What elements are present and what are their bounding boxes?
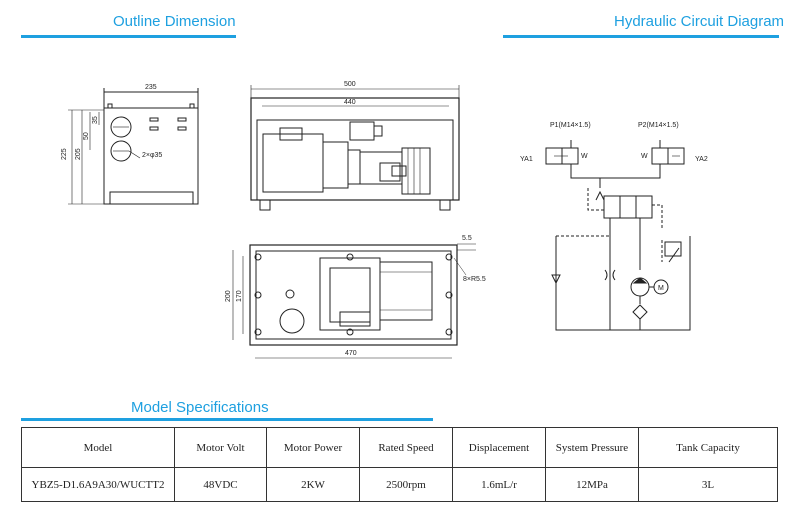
column-header-model: Model xyxy=(21,427,175,468)
cell-displacement: 1.6mL/r xyxy=(452,467,546,502)
cell-system-pressure: 12MPa xyxy=(545,467,639,502)
dim-slot-radius: 8×R5.5 xyxy=(463,276,486,283)
dim-slot-width: 5.5 xyxy=(462,235,472,242)
dim-top-height: 200 xyxy=(225,290,232,302)
outline-dimension-title: Outline Dimension xyxy=(113,13,236,30)
label-w-right: W xyxy=(641,153,648,160)
dim-front-inner: 440 xyxy=(344,99,356,106)
column-header-motor-volt: Motor Volt xyxy=(174,427,267,468)
specs-underline xyxy=(21,418,433,421)
dim-side-width: 235 xyxy=(145,84,157,91)
column-header-displacement: Displacement xyxy=(452,427,546,468)
column-header-tank-capacity: Tank Capacity xyxy=(638,427,778,468)
dim-holes: 2×φ35 xyxy=(142,152,162,159)
label-w-left: W xyxy=(581,153,588,160)
label-p1: P1(M14×1.5) xyxy=(550,122,591,129)
table-row: YBZ5-D1.6A9A30/WUCTT2 48VDC 2KW 2500rpm … xyxy=(21,467,778,502)
side-view-drawing xyxy=(68,88,199,205)
hydraulic-circuit-title: Hydraulic Circuit Diagram xyxy=(614,13,785,30)
dim-side-inner: 205 xyxy=(75,148,82,160)
label-p2: P2(M14×1.5) xyxy=(638,122,679,129)
column-header-motor-power: Motor Power xyxy=(266,427,360,468)
table-header-row: Model Motor Volt Motor Power Rated Speed… xyxy=(21,427,778,468)
dim-side-50: 50 xyxy=(83,132,90,140)
label-ya1: YA1 xyxy=(520,156,533,163)
dim-top-width: 470 xyxy=(345,350,357,357)
dim-side-height: 225 xyxy=(61,148,68,160)
cell-rated-speed: 2500rpm xyxy=(359,467,453,502)
outline-underline xyxy=(21,35,236,38)
cell-motor-power: 2KW xyxy=(266,467,360,502)
dim-front-width: 500 xyxy=(344,81,356,88)
label-ya2: YA2 xyxy=(695,156,708,163)
label-motor: M xyxy=(658,285,664,292)
circuit-underline xyxy=(503,35,779,38)
technical-drawings: 235 225 205 50 35 2×φ35 500 440 200 170 … xyxy=(61,81,708,359)
specifications-table: Model Motor Volt Motor Power Rated Speed… xyxy=(21,427,778,502)
cell-motor-volt: 48VDC xyxy=(174,467,267,502)
column-header-rated-speed: Rated Speed xyxy=(359,427,453,468)
top-view-drawing xyxy=(232,243,476,359)
model-specifications-title: Model Specifications xyxy=(131,399,269,416)
column-header-system-pressure: System Pressure xyxy=(545,427,639,468)
dim-top-inner: 170 xyxy=(236,290,243,302)
dim-side-35: 35 xyxy=(92,116,99,124)
front-view-drawing xyxy=(250,85,460,211)
cell-model: YBZ5-D1.6A9A30/WUCTT2 xyxy=(21,467,175,502)
cell-tank-capacity: 3L xyxy=(638,467,778,502)
hydraulic-circuit-drawing xyxy=(545,140,691,331)
